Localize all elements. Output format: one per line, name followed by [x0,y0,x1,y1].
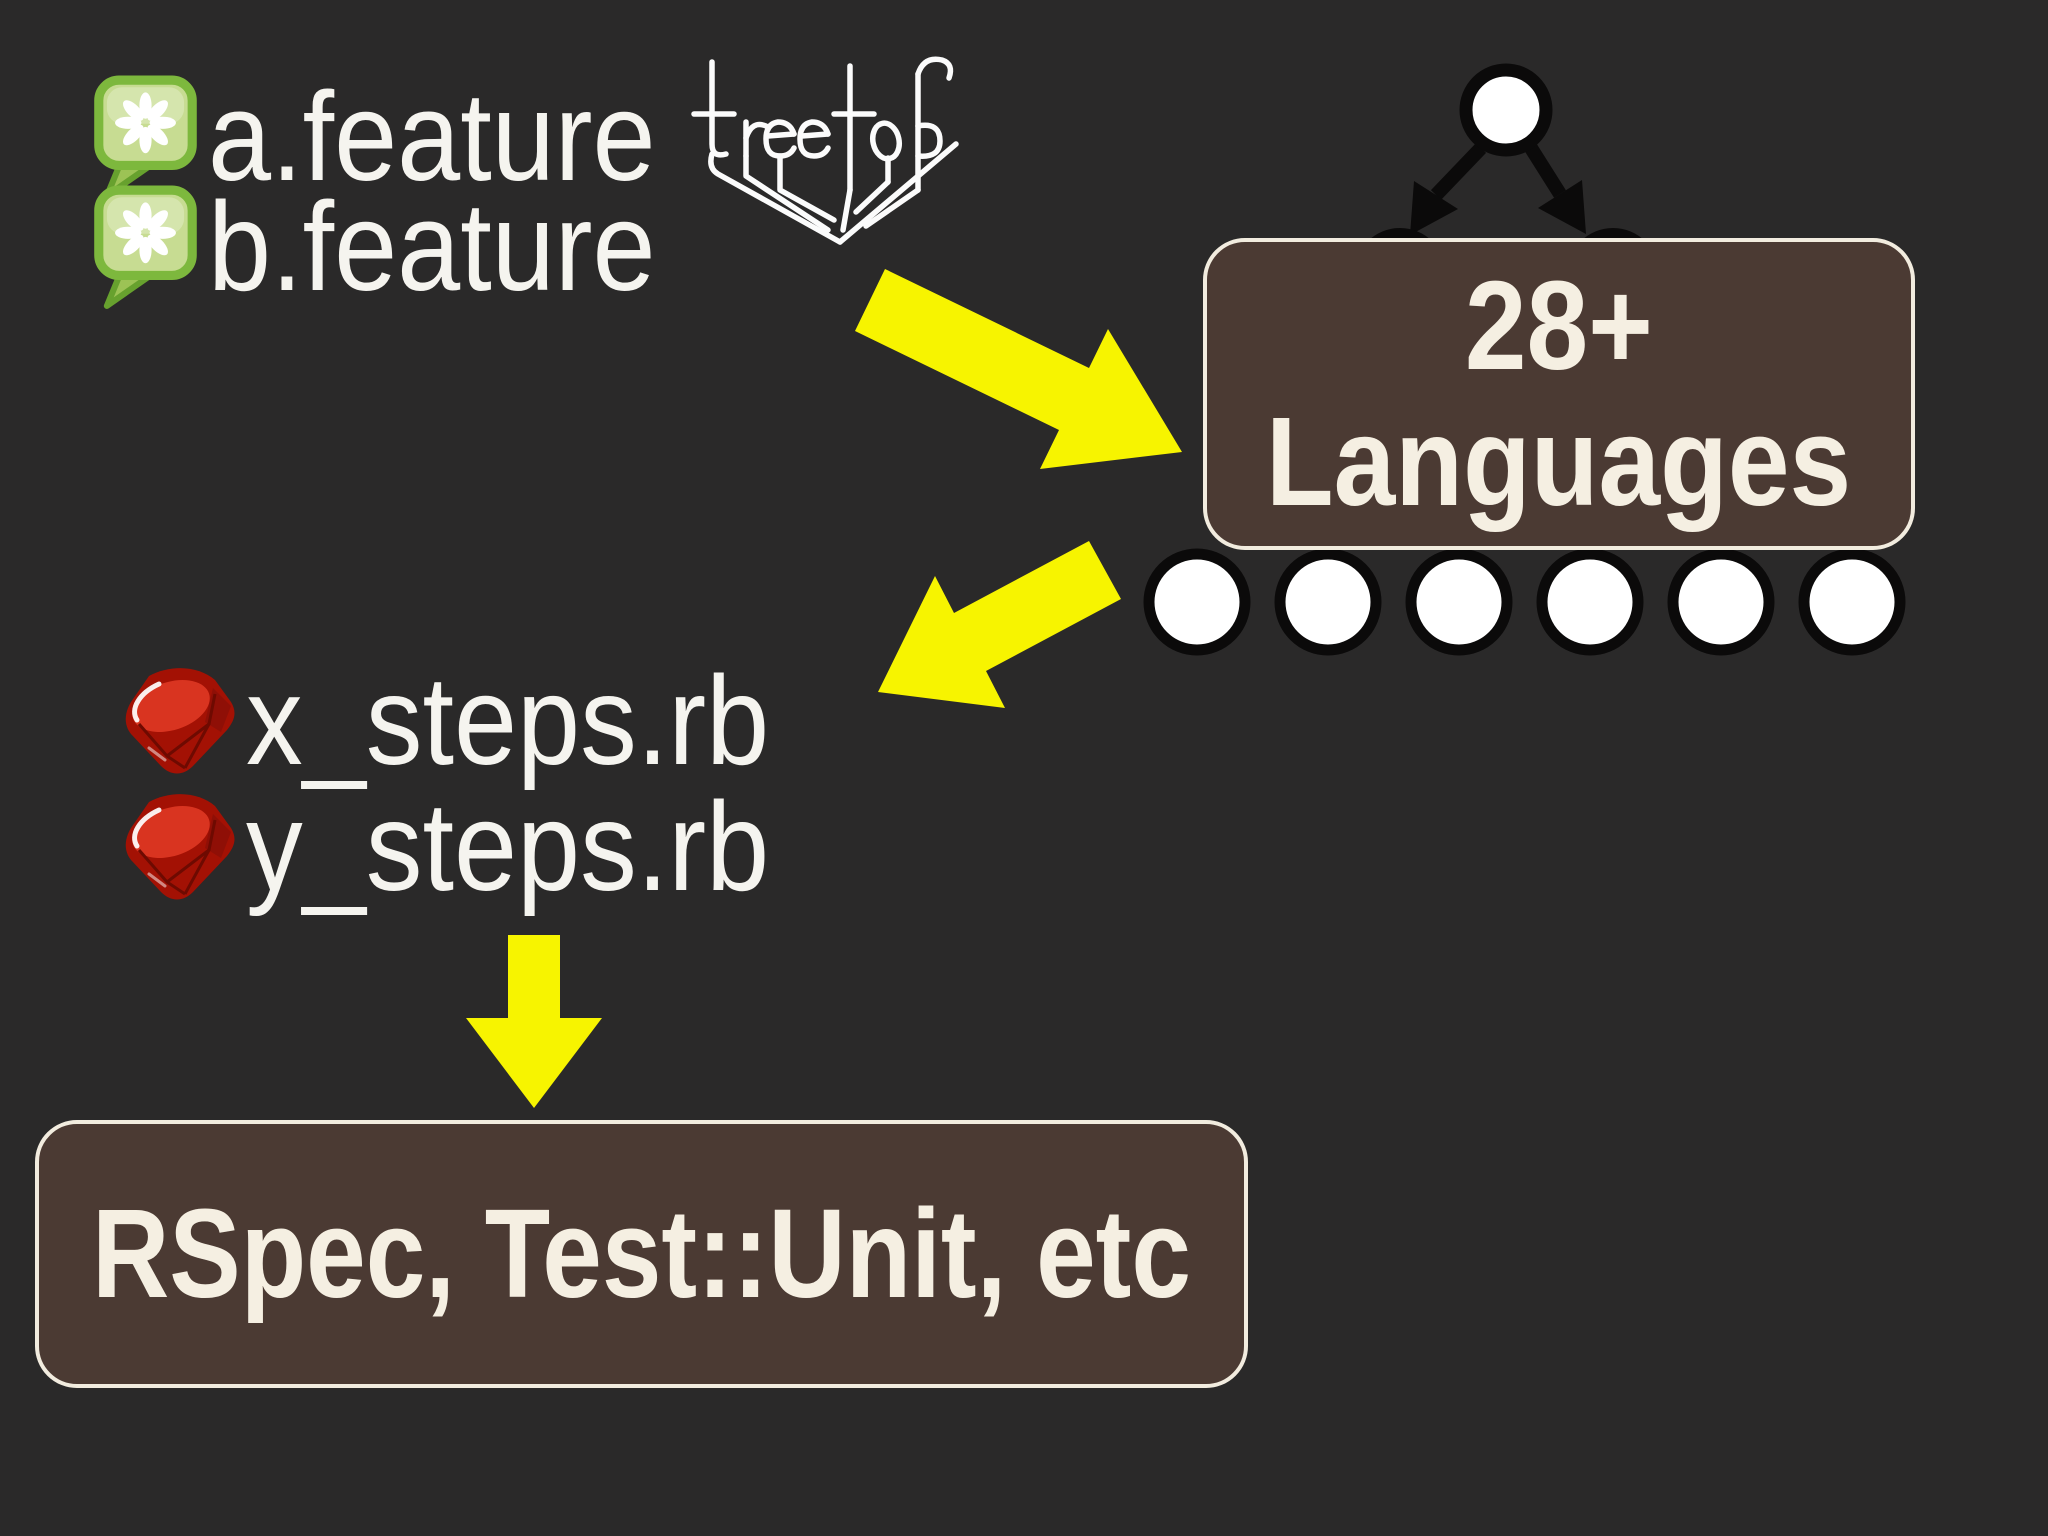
tree-edges [1410,143,1586,235]
languages-box-count: 28+ [1464,254,1654,396]
tree-leaf-nodes [1143,548,1906,656]
ruby-icon [125,668,235,774]
feature-file-name: b.feature [208,176,656,317]
cucumber-icon [94,185,197,309]
yellow-arrow-features-to-languages-icon [855,269,1182,469]
cucumber-icon [94,75,197,199]
output-box: RSpec, Test::Unit, etc [35,1120,1248,1388]
arrowhead-left-icon [1410,181,1458,235]
output-box-label: RSpec, Test::Unit, etc [92,1182,1191,1324]
languages-box: 28+ Languages [1203,238,1915,550]
step-file-row: y_steps.rb [118,784,827,910]
step-file-name: x_steps.rb [246,650,770,791]
yellow-arrow-languages-to-steps-icon [878,541,1121,708]
feature-file-row: a.feature [92,72,705,202]
step-file-row: x_steps.rb [118,658,827,784]
ruby-icon [125,794,235,900]
languages-box-label: Languages [1266,391,1852,532]
arrowhead-right-icon [1538,180,1586,234]
yellow-arrow-steps-to-output-icon [466,935,602,1108]
treetop-logo [691,56,959,245]
step-file-name: y_steps.rb [246,776,770,917]
feature-file-row: b.feature [92,182,705,312]
feature-file-name: a.feature [208,66,656,207]
tree-root-node [1459,63,1553,157]
